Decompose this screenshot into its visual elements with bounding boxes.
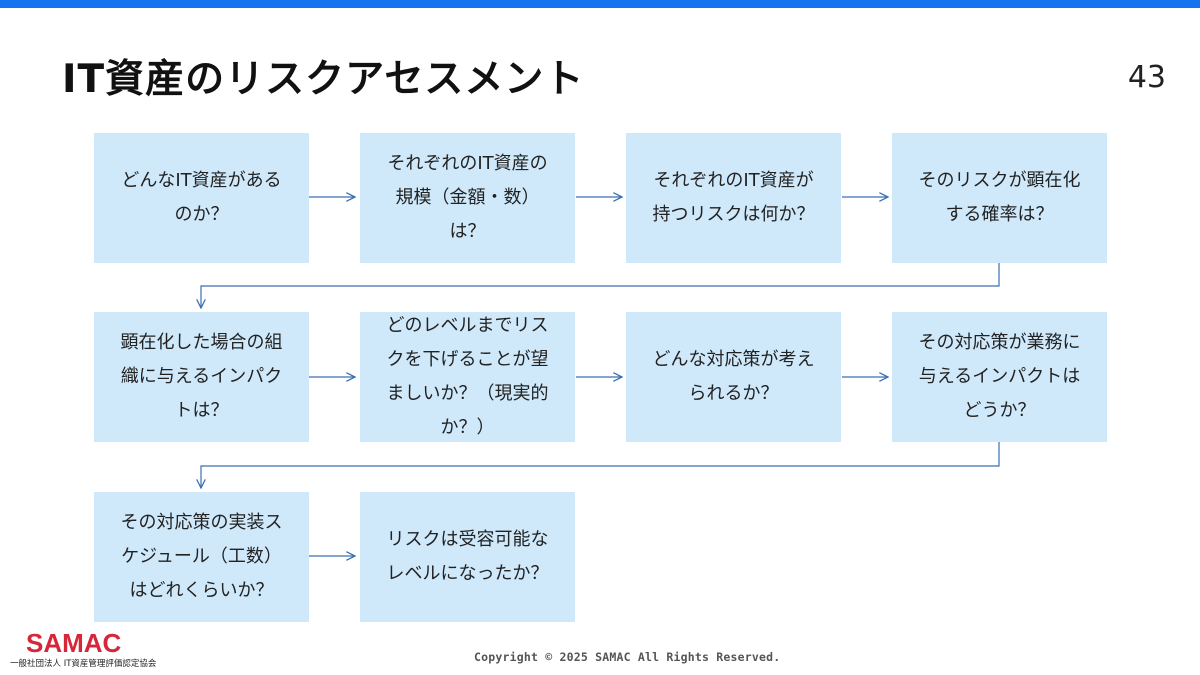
- page-number: 43: [1127, 60, 1166, 95]
- copyright-notice: Copyright © 2025 SAMAC All Rights Reserv…: [474, 650, 781, 664]
- step-box-6: どのレベルまでリス クを下げることが望 ましいか？（現実的 か？）: [360, 312, 575, 442]
- step-box-5: 顕在化した場合の組 織に与えるインパク トは？: [94, 312, 309, 442]
- step-box-7: どんな対応策が考え られるか？: [626, 312, 841, 442]
- samac-logo: SAMAC 一般社団法人 IT資産管理評価認定協会: [10, 628, 160, 672]
- logo-wordmark: SAMAC: [26, 628, 122, 658]
- arrow-4-5: [201, 262, 1000, 308]
- step-box-2: それぞれのIT資産の 規模（金額・数） は？: [360, 133, 575, 263]
- step-box-8: その対応策が業務に 与えるインパクトは どうか？: [892, 312, 1107, 442]
- step-box-1: どんなIT資産がある のか？: [94, 133, 309, 263]
- step-box-3: それぞれのIT資産が 持つリスクは何か？: [626, 133, 841, 263]
- logo-subtitle: 一般社団法人 IT資産管理評価認定協会: [10, 659, 157, 669]
- slide-title: IT資産のリスクアセスメント: [62, 57, 585, 102]
- step-box-10: リスクは受容可能な レベルになったか？: [360, 492, 575, 622]
- step-box-4: そのリスクが顕在化 する確率は？: [892, 133, 1107, 263]
- top-accent-bar: [0, 0, 1200, 8]
- step-box-9: その対応策の実装ス ケジュール（工数） はどれくらいか？: [94, 492, 309, 622]
- arrow-8-9: [201, 441, 1000, 488]
